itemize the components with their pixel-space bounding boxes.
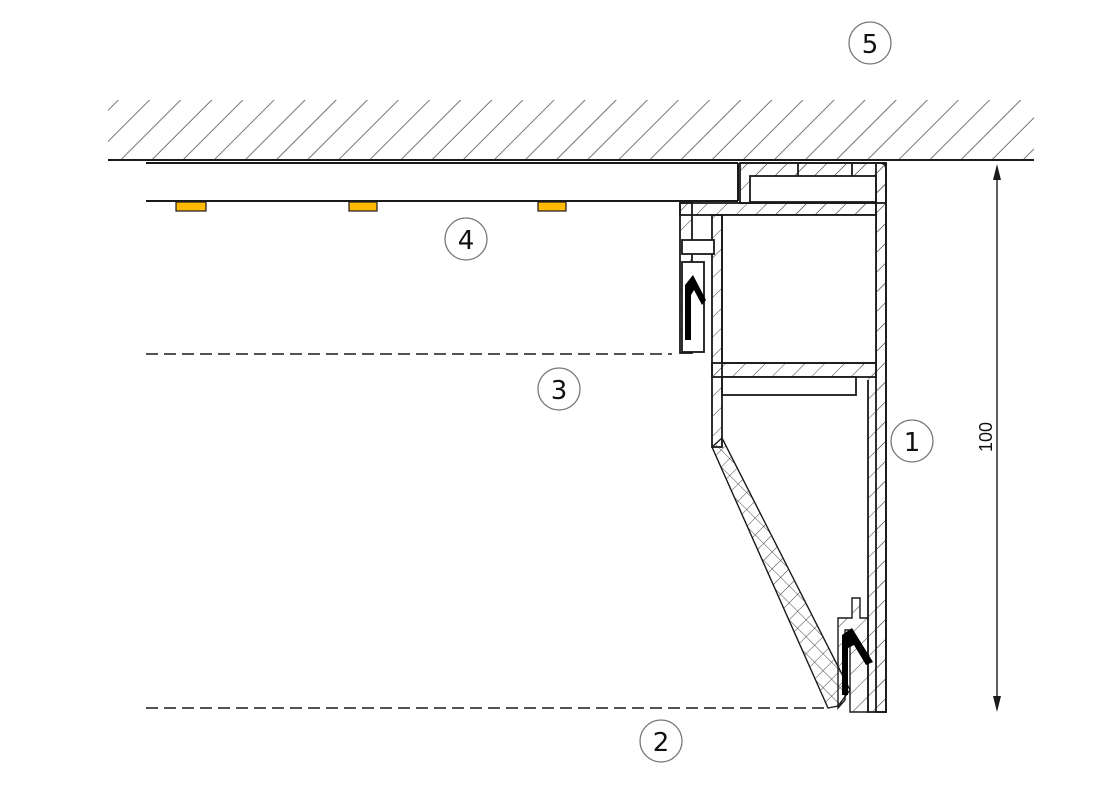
- lower-gasket: [842, 628, 873, 695]
- callout-5: 5: [848, 21, 892, 65]
- led-strip: [146, 162, 739, 212]
- dimension-100: 100: [976, 164, 1001, 712]
- svg-text:3: 3: [551, 376, 568, 406]
- callout-2: 2: [639, 719, 683, 763]
- led-chip: [348, 201, 378, 212]
- ceiling: [108, 100, 1034, 161]
- svg-text:2: 2: [653, 728, 670, 758]
- svg-text:4: 4: [458, 226, 475, 256]
- svg-text:5: 5: [862, 30, 879, 60]
- dimension-label: 100: [976, 422, 996, 452]
- callout-3: 3: [537, 367, 581, 411]
- diffuser: [711, 436, 873, 713]
- upper-gasket: [685, 275, 706, 340]
- led-chip: [175, 201, 207, 212]
- callout-4: 4: [444, 217, 488, 261]
- callout-1: 1: [890, 419, 934, 463]
- svg-text:1: 1: [904, 428, 921, 458]
- led-chip: [537, 201, 567, 212]
